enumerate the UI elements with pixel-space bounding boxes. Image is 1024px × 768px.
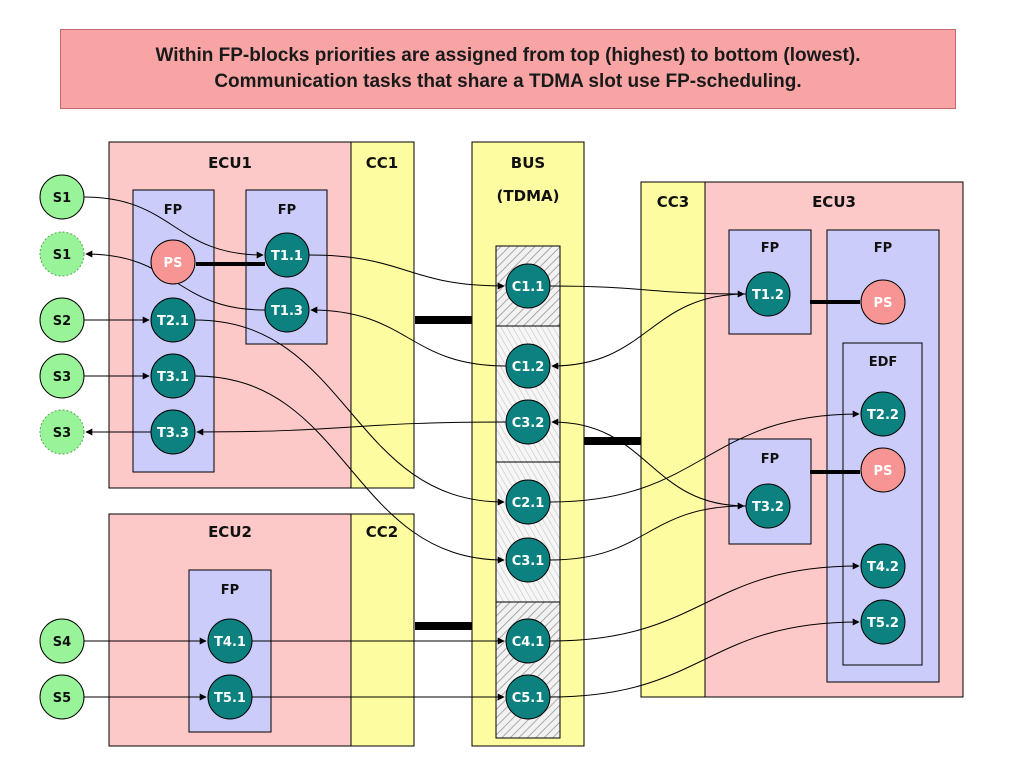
source-s2-solid: S2	[39, 297, 85, 343]
task-T5-2: T5.2	[860, 599, 906, 645]
task-T3-1: T3.1	[150, 353, 196, 399]
task-T4-2: T4.2	[860, 543, 906, 589]
source-s4-solid: S4	[39, 618, 85, 664]
cc3-box	[640, 181, 706, 698]
message-C3-2: C3.2	[505, 399, 551, 445]
svg-text:T4.1: T4.1	[214, 635, 246, 650]
svg-text:T1.3: T1.3	[271, 304, 303, 319]
ecu3-label: ECU3	[812, 193, 856, 211]
edge-C4-1-to-T4-2	[549, 562, 860, 642]
task-T3-3: T3.3	[150, 409, 196, 455]
message-C5-1: C5.1	[505, 674, 551, 720]
tdma-label: (TDMA)	[497, 187, 560, 205]
edge-C2-1-to-T2-2	[549, 410, 860, 503]
task-T1-2: T1.2	[745, 271, 791, 317]
source-s5-solid: S5	[39, 674, 85, 720]
task-T2-1: T2.1	[150, 297, 196, 343]
svg-text:PS: PS	[874, 464, 893, 479]
edge-T3-1-to-C3-1	[194, 375, 505, 564]
edge-C1-2-to-T1-3	[310, 306, 507, 367]
svg-text:C3.2: C3.2	[512, 416, 545, 431]
svg-text:S4: S4	[53, 635, 71, 650]
edge-T1-1-to-C1-1	[308, 254, 505, 290]
edge-C3-1-to-T3-2	[549, 502, 745, 561]
svg-text:T2.2: T2.2	[867, 408, 899, 423]
svg-text:C4.1: C4.1	[512, 635, 545, 650]
fp-label-ecu3-lower: FP	[761, 452, 779, 467]
svg-text:T3.1: T3.1	[157, 370, 189, 385]
ecu2-bus-connector	[415, 622, 472, 630]
bus-label: BUS	[511, 154, 545, 172]
cc2-label: CC2	[366, 523, 398, 541]
fp-label-ecu1-right: FP	[278, 203, 296, 218]
svg-text:C5.1: C5.1	[512, 691, 545, 706]
scheduler-ps-3: PS	[860, 447, 906, 493]
edge-C1-1-to-T1-2	[549, 285, 745, 298]
message-C3-1: C3.1	[505, 537, 551, 583]
scheduler-ps-1: PS	[150, 239, 196, 285]
caption-box: Within FP-blocks priorities are assigned…	[60, 29, 956, 109]
task-T1-3: T1.3	[264, 287, 310, 333]
svg-text:C2.1: C2.1	[512, 496, 545, 511]
svg-text:PS: PS	[874, 296, 893, 311]
fp-label-ecu2: FP	[221, 583, 239, 598]
fp-label-ecu3-right: FP	[874, 241, 892, 256]
ecu1-bus-connector	[415, 316, 472, 324]
source-s1-solid: S1	[39, 174, 85, 220]
cc1-box	[350, 141, 415, 489]
svg-text:T4.2: T4.2	[867, 560, 899, 575]
source-s3-dotted: S3	[39, 409, 85, 455]
task-T2-2: T2.2	[860, 391, 906, 437]
cc2-box	[350, 513, 415, 747]
source-s3-solid: S3	[39, 353, 85, 399]
edge-T2-1-to-C2-1	[194, 319, 505, 506]
ecu1-label: ECU1	[208, 154, 252, 172]
task-T1-1: T1.1	[264, 232, 310, 278]
edge-T1-2-to-C1-2	[551, 293, 747, 370]
edge-S1-to-T1-1	[83, 196, 264, 259]
message-C1-2: C1.2	[505, 343, 551, 389]
caption-line-1: Within FP-blocks priorities are assigned…	[155, 45, 861, 66]
edge-C5-1-to-T5-2	[549, 618, 860, 698]
svg-text:S1: S1	[53, 248, 71, 263]
cc3-label: CC3	[657, 193, 689, 211]
task-T4-1: T4.1	[207, 618, 253, 664]
svg-text:T5.1: T5.1	[214, 691, 246, 706]
svg-text:T1.2: T1.2	[752, 288, 784, 303]
fp-label-ecu3-upper: FP	[761, 241, 779, 256]
caption-line-2: Communication tasks that share a TDMA sl…	[214, 71, 802, 92]
svg-text:S3: S3	[53, 426, 71, 441]
edf-label: EDF	[869, 355, 898, 370]
svg-text:C1.2: C1.2	[512, 360, 545, 375]
svg-text:S2: S2	[53, 314, 71, 329]
svg-text:S3: S3	[53, 370, 71, 385]
svg-text:S5: S5	[53, 691, 71, 706]
message-C4-1: C4.1	[505, 618, 551, 664]
scheduler-ps-2: PS	[860, 279, 906, 325]
svg-text:T2.1: T2.1	[157, 314, 189, 329]
fp-label-ecu1-left: FP	[164, 203, 182, 218]
source-s1-dotted: S1	[39, 231, 85, 277]
cc1-label: CC1	[366, 154, 398, 172]
svg-text:S1: S1	[53, 191, 71, 206]
svg-text:C1.1: C1.1	[512, 280, 545, 295]
task-T5-1: T5.1	[207, 674, 253, 720]
svg-text:T1.1: T1.1	[271, 249, 303, 264]
edge-C3-2-to-T3-3	[196, 421, 507, 436]
message-C2-1: C2.1	[505, 479, 551, 525]
message-C1-1: C1.1	[505, 263, 551, 309]
svg-text:T5.2: T5.2	[867, 616, 899, 631]
task-T3-2: T3.2	[745, 483, 791, 529]
ecu2-label: ECU2	[208, 523, 252, 541]
edge-T3-2-to-C3-2	[551, 418, 747, 507]
svg-text:T3.2: T3.2	[752, 500, 784, 515]
svg-text:PS: PS	[164, 256, 183, 271]
svg-text:T3.3: T3.3	[157, 426, 189, 441]
svg-text:C3.1: C3.1	[512, 554, 545, 569]
ecu3-bus-connector	[584, 437, 641, 445]
